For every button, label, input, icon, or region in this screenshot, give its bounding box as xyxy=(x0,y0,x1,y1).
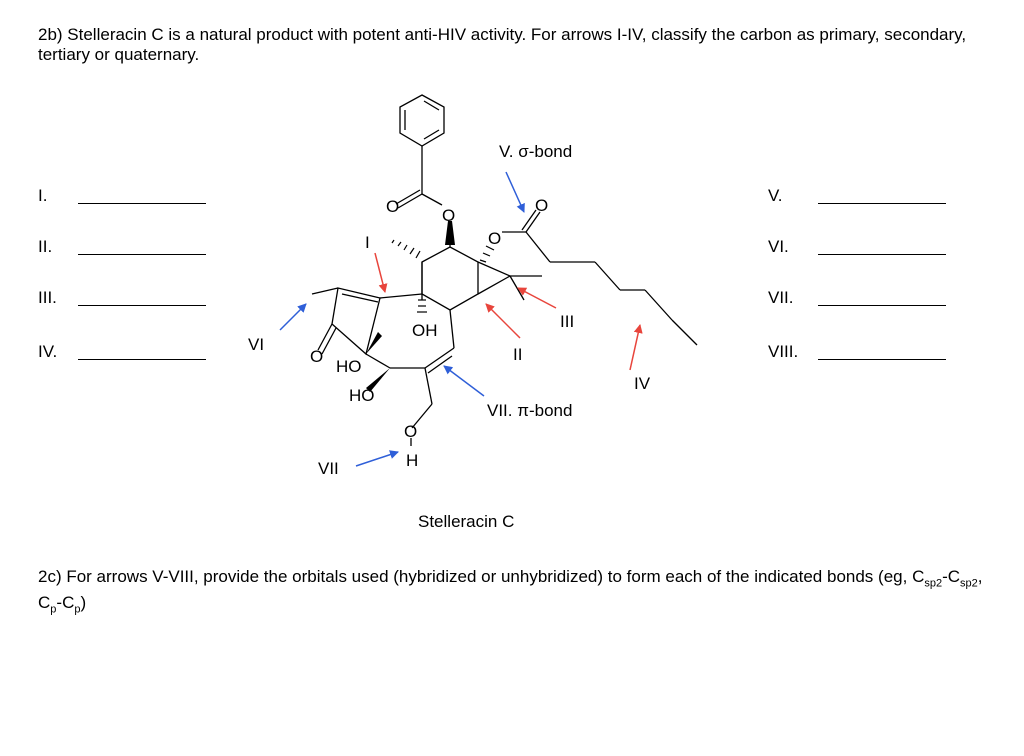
molecule-bonds xyxy=(311,94,698,446)
arrow-V xyxy=(505,171,525,213)
blank-label-V: V. xyxy=(768,186,783,205)
subscript-p: p xyxy=(50,603,57,616)
arrow-label-VI: VI xyxy=(248,335,264,354)
subscript-p: p xyxy=(74,603,81,616)
arrow-label-VII-pi-bond: VII. π-bond xyxy=(487,401,572,420)
arrow-label-III: III xyxy=(560,312,574,331)
atom-label-o: O xyxy=(404,422,417,441)
atom-label-o: O xyxy=(442,206,455,225)
structure-caption: Stelleracin C xyxy=(418,512,515,531)
atom-label-o: O xyxy=(488,229,501,248)
blank-label-VI: VI. xyxy=(768,237,789,256)
atom-label-o: O xyxy=(386,197,399,216)
stereo-bonds xyxy=(366,221,495,392)
red-arrows xyxy=(374,252,643,371)
arrow-label-II: II xyxy=(513,345,522,364)
atom-label-oh: OH xyxy=(412,321,438,340)
subscript-sp2: sp2 xyxy=(924,577,943,590)
atom-label-o: O xyxy=(310,347,323,366)
question-2c-text: 2c) For arrows V-VIII, provide the orbit… xyxy=(38,567,998,620)
question-2c-lead: 2c) For arrows V-VIII, provide the orbit… xyxy=(38,567,913,586)
arrow-label-VII: VII xyxy=(318,459,339,478)
arrow-I xyxy=(374,252,388,293)
blank-label-VIII: VIII. xyxy=(768,342,799,361)
dash: - xyxy=(942,567,948,586)
answer-blank-VI[interactable] xyxy=(818,254,946,255)
example-c: C xyxy=(62,593,75,613)
comma: , xyxy=(977,567,983,586)
dash: - xyxy=(56,593,63,613)
blank-label-III: III. xyxy=(38,288,57,307)
atom-label-o: O xyxy=(535,196,548,215)
closing-paren: ) xyxy=(80,593,87,613)
arrow-VI xyxy=(279,303,307,331)
atom-label-h: H xyxy=(406,451,418,470)
blank-label-II: II. xyxy=(38,237,53,256)
arrow-III xyxy=(517,287,557,309)
answer-blank-VII[interactable] xyxy=(818,305,946,306)
arrow-VII-pi xyxy=(443,365,485,397)
answer-blank-III[interactable] xyxy=(78,305,206,306)
question-2b-text: 2b) Stelleracin C is a natural product w… xyxy=(38,25,967,64)
atom-label-ho: HO xyxy=(336,357,362,376)
answer-blank-VIII[interactable] xyxy=(818,359,946,360)
example-c: C xyxy=(38,593,51,613)
arrow-VIII xyxy=(355,450,399,467)
arrow-label-IV: IV xyxy=(634,374,651,393)
subscript-sp2: sp2 xyxy=(960,577,978,590)
arrow-II xyxy=(485,303,521,339)
blank-label-VII: VII. xyxy=(768,288,794,307)
answer-blank-V[interactable] xyxy=(818,203,946,204)
arrow-IV xyxy=(629,324,643,371)
blue-arrows xyxy=(279,171,525,467)
blank-label-IV: IV. xyxy=(38,342,58,361)
answer-blank-II[interactable] xyxy=(78,254,206,255)
example-c: C xyxy=(947,567,961,586)
answer-blank-IV[interactable] xyxy=(78,359,206,360)
atom-label-ho: HO xyxy=(349,386,375,405)
blank-label-I: I. xyxy=(38,186,48,205)
arrow-label-V-sigma-bond: V. σ-bond xyxy=(499,142,572,161)
answer-blank-I[interactable] xyxy=(78,203,206,204)
example-c: C xyxy=(912,567,925,586)
arrow-label-I: I xyxy=(365,233,370,252)
